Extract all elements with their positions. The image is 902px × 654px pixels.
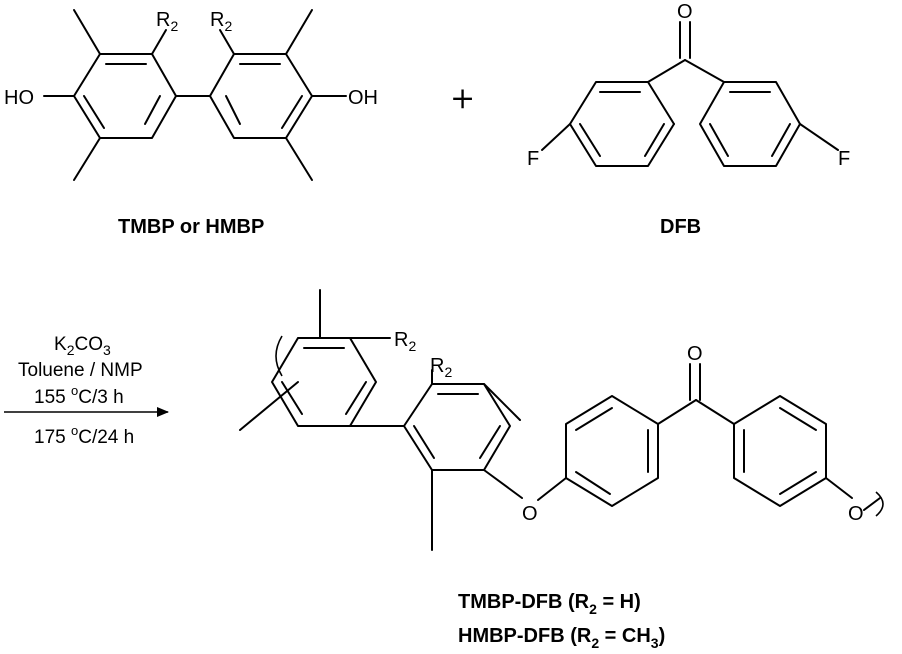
dfb-right-ring [699,81,801,167]
r2-bond [219,29,235,55]
biphenol-left-ring [73,53,177,139]
solvent-label: Toluene / NMP [18,360,143,381]
dfb-left-ring [569,81,675,167]
repeat-bracket-left [275,335,283,377]
reactant-biphenol-structure: R2 R2 HO OH TMBP or HMBP [4,9,378,238]
ether-oxygen-label: O [522,503,538,525]
step1-condition-label: 155 oC/3 h [34,383,124,408]
hydroxyl-right-label: OH [348,87,378,109]
reaction-conditions: K2CO3 Toluene / NMP 155 oC/3 h 175 oC/24… [4,334,169,448]
methyl-bond [73,137,101,181]
product-carbonyl-oxygen-label: O [687,343,703,365]
product-ring-a [271,337,377,427]
methyl-bond [73,9,101,55]
product-caption-line1: TMBP-DFB (R2 = H) [458,591,641,617]
r2-label: R2 [210,9,232,34]
repeat-bracket-right [875,491,884,517]
plus-sign: + [450,81,475,116]
r2-label: R2 [156,9,178,34]
methyl-bond [285,137,313,181]
product-r2-label: R2 [430,355,452,380]
step2-condition-label: 175 oC/24 h [34,423,134,448]
product-ring-b [403,383,511,471]
product-polymer-structure: R2 R2 O O [239,289,884,651]
biphenol-right-ring [209,53,313,139]
fluorine-bond [541,123,571,151]
terminal-oxygen-label: O [848,503,864,525]
methyl-bond [239,381,299,431]
hydroxyl-left-label: HO [4,87,34,109]
reactant-dfb-structure: O F F DFB [527,1,850,238]
methyl-bond [285,9,313,55]
carbonyl-oxygen-label: O [677,1,693,23]
product-caption-line2: HMBP-DFB (R2 = CH3) [458,625,665,651]
fluorine-right-label: F [838,148,850,170]
product-ring-d [733,395,827,507]
product-ring-c [565,395,659,507]
fluorine-left-label: F [527,148,539,170]
r2-bond [151,29,167,55]
reactant1-caption: TMBP or HMBP [118,216,264,238]
fluorine-bond [799,123,839,151]
product-r2-label: R2 [394,329,416,354]
base-label: K2CO3 [54,334,111,358]
reactant2-caption: DFB [660,216,701,238]
methyl-bond [483,383,521,421]
